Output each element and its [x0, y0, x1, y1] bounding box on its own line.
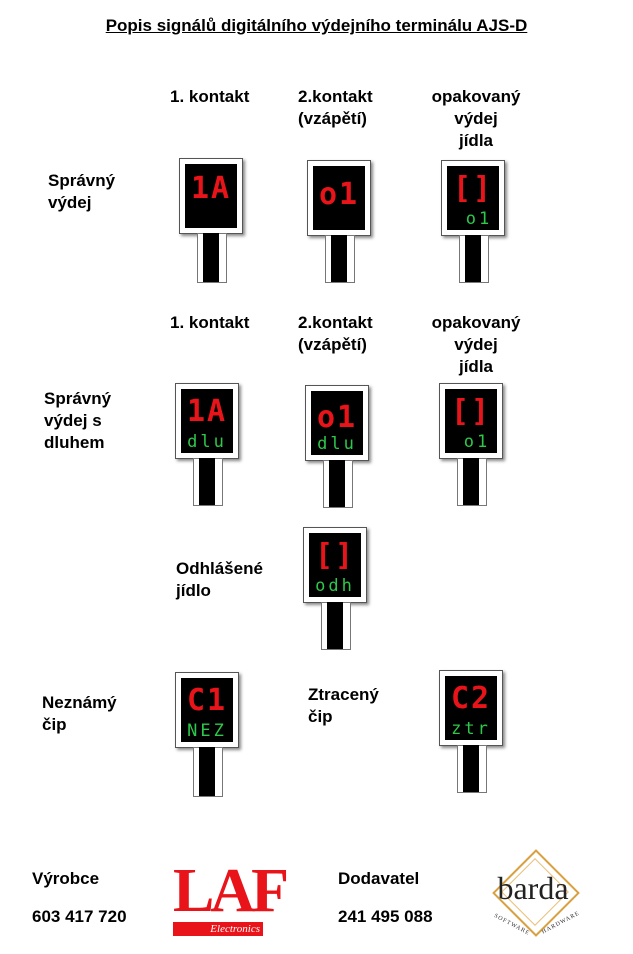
display-green-text: dlu — [317, 434, 357, 454]
col-header-3: opakovaný výdej jídla — [431, 87, 521, 150]
display-red-text: C2 — [450, 681, 492, 716]
display-red-text: [] — [314, 538, 356, 573]
laf-logo-mark: LAF — [173, 857, 289, 925]
col-header-2: 2.kontakt (vzápětí) — [298, 87, 373, 128]
display-red-text: 1A — [190, 171, 232, 206]
manufacturer-phone: 603 417 720 — [32, 907, 127, 926]
col-header-1: 1. kontakt — [170, 87, 250, 106]
display-red-text: C1 — [186, 683, 228, 718]
laf-logo-sub: Electronics — [173, 922, 263, 936]
display-red-text: [] — [452, 171, 494, 206]
barda-logo-mark: barda — [497, 870, 569, 906]
col-header-1: 1. kontakt — [170, 313, 250, 332]
manufacturer-label: Výrobce — [32, 869, 100, 888]
display-red-text: [] — [450, 394, 492, 429]
display-green-text: o1 — [465, 209, 493, 229]
supplier-phone: 241 495 088 — [338, 907, 433, 926]
row-label-ztraceny-cip: Ztracený čip — [308, 685, 379, 726]
display-red-text: 1A — [186, 394, 228, 429]
laf-logo: LAF Electronics — [173, 858, 289, 936]
row-label-spravny-vydej: Správný výdej — [48, 171, 116, 212]
display-green-text: NEZ — [187, 721, 227, 741]
page-title: Popis signálů digitálního výdejního term… — [105, 16, 528, 35]
display-green-text: o1 — [463, 432, 491, 452]
display-red-text: o1 — [316, 400, 358, 435]
display-red-text: o1 — [318, 177, 360, 212]
supplier-label: Dodavatel — [338, 869, 420, 888]
row-label-neznamy-cip: Neznámý čip — [42, 693, 117, 734]
row-label-odhlasene-jidlo: Odhlášené jídlo — [176, 559, 263, 600]
row-label-spravny-vydej-s-dluhem: Správný výdej s dluhem — [44, 389, 112, 452]
barda-logo: barda SOFTWARE HARDWARE — [478, 849, 588, 946]
display-green-text: dlu — [187, 432, 227, 452]
display-green-text: ztr — [451, 719, 491, 739]
display-green-text: odh — [315, 576, 355, 596]
col-header-2: 2.kontakt (vzápětí) — [298, 313, 373, 354]
col-header-3: opakovaný výdej jídla — [431, 313, 521, 376]
